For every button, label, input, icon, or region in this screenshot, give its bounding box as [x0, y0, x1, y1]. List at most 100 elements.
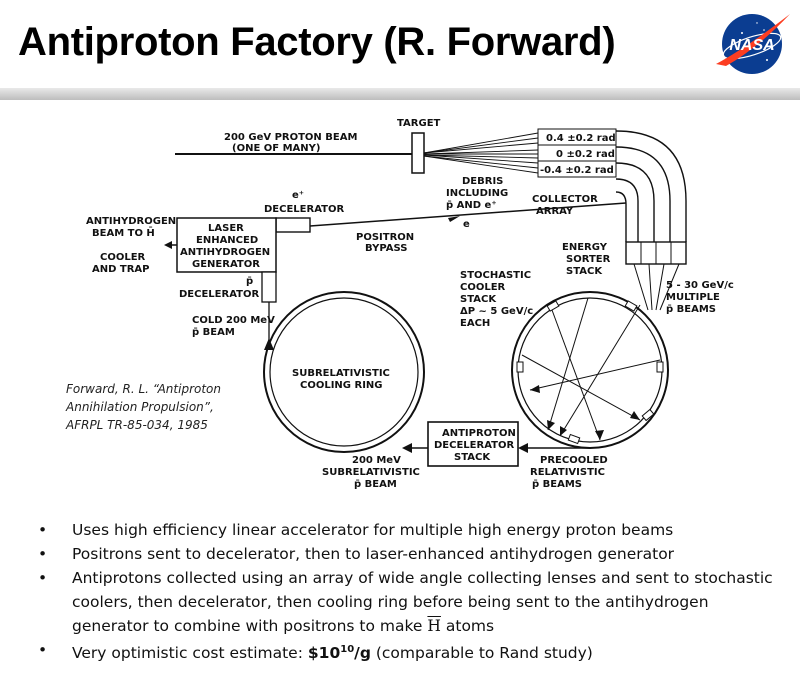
antiproton-decelerator-label-1: ANTIPROTON — [442, 428, 516, 439]
generator-label-3: ANTIHYDROGEN — [180, 247, 270, 258]
debris-label-1: DEBRIS — [462, 176, 503, 187]
sub-beam-label-1: 200 MeV — [352, 455, 401, 466]
pbar-decelerator-label-2: DECELERATOR — [179, 289, 259, 300]
bullet-text-tail: atoms — [440, 617, 495, 635]
antiproton-decelerator-label-2: DECELERATOR — [434, 440, 514, 451]
bullet-text: Very optimistic cost estimate: — [72, 644, 308, 663]
angle-label-1: 0.4 ±0.2 rad — [546, 133, 616, 144]
energy-sorter-label-3: STACK — [566, 266, 603, 277]
target-block — [411, 132, 425, 174]
bypass-label-2: BYPASS — [365, 243, 407, 254]
precooled-label-2: RELATIVISTIC — [530, 467, 605, 478]
bullet-text-tail: (comparable to Rand study) — [370, 644, 593, 663]
cooler-trap-label-2: AND TRAP — [92, 264, 149, 275]
generator-label-1: LASER — [208, 223, 244, 234]
diagram-citation: Forward, R. L. “Antiproton Annihilation … — [66, 380, 306, 434]
nasa-logo-orbit — [722, 32, 782, 60]
debris-label-2: INCLUDING — [446, 188, 508, 199]
bullet-item: Very optimistic cost estimate: $1010/g (… — [38, 638, 778, 665]
antiproton-decelerator-box — [427, 421, 519, 467]
cost-unit: /g — [354, 644, 371, 663]
pbar-decelerator-label-1: p̄ — [246, 276, 253, 287]
cost-base: $10 — [307, 644, 341, 663]
precooled-arrow — [518, 443, 528, 453]
antiproton-factory-diagram: 0.4 ±0.2 rad 0 ±0.2 rad -0.4 ±0.2 rad — [86, 118, 734, 490]
antihydrogen-generator-box — [176, 217, 277, 273]
antihydrogen-beam-label-1: ANTIHYDROGEN — [86, 216, 176, 227]
citation-line-2: Annihilation Propulsion”, — [66, 400, 214, 414]
generator-label-2: ENHANCED — [196, 235, 258, 246]
bullet-text: Uses high efficiency linear accelerator … — [72, 521, 674, 539]
sub-beam-label-2: SUBRELATIVISTIC — [322, 467, 420, 478]
stochastic-label-2: COOLER — [460, 282, 506, 293]
precooled-label-1: PRECOOLED — [540, 455, 608, 466]
cold-beam-label-2: p̄ BEAM — [192, 327, 235, 338]
angle-label-3: -0.4 ±0.2 rad — [540, 165, 614, 176]
cost-exponent: 10 — [340, 644, 355, 655]
positron-decelerator-box — [275, 217, 311, 233]
bullet-item: Uses high efficiency linear accelerator … — [38, 518, 778, 542]
subrelativistic-cooling-ring-inner — [269, 297, 419, 447]
stochastic-label-5: EACH — [460, 318, 490, 329]
debris-fan — [423, 132, 539, 174]
nasa-logo-text: NASA — [729, 37, 774, 54]
debris-label-3: p̄ AND e⁺ — [446, 200, 497, 211]
stochastic-cooler-ring-inner — [517, 297, 663, 443]
bullet-text: Positrons sent to decelerator, then to l… — [72, 545, 675, 563]
ring-to-decelerator-arrow — [264, 338, 274, 350]
nasa-logo: NASA — [716, 14, 790, 74]
multiple-beams-label-2: MULTIPLE — [666, 292, 720, 303]
angle-boxes — [537, 128, 617, 178]
sorter-dividers — [640, 242, 672, 264]
pbar-decelerator-box — [261, 271, 277, 303]
subrelativistic-cooling-ring-outer — [263, 291, 425, 453]
bullet-text: Antiprotons collected using an array of … — [72, 569, 773, 635]
bullet-list: Uses high efficiency linear accelerator … — [38, 518, 778, 665]
proton-beam-label-1: 200 GeV PROTON BEAM — [224, 132, 357, 143]
antiproton-decelerator-label-3: STACK — [454, 452, 491, 463]
stochastic-label-1: STOCHASTIC — [460, 270, 531, 281]
stochastic-label-4: ΔP ~ 5 GeV/c — [460, 306, 533, 317]
sub-beam-arrow — [402, 443, 412, 453]
positron-decelerator-label-1: e⁺ — [292, 190, 304, 201]
target-label: TARGET — [397, 118, 441, 129]
collector-label-2: ARRAY — [536, 206, 574, 217]
bypass-arrowhead — [448, 216, 460, 222]
cooling-ring-label-2: COOLING RING — [300, 380, 383, 391]
precooled-label-3: p̄ BEAMS — [532, 479, 582, 490]
citation-line-1: Forward, R. L. “Antiproton — [66, 382, 221, 396]
antihydrogen-beam-label-2: BEAM TO H̄ — [92, 226, 155, 239]
angle-label-2: 0 ±0.2 rad — [556, 149, 615, 160]
cost-estimate: $1010/g — [308, 644, 371, 662]
cooler-trap-label-1: COOLER — [100, 252, 146, 263]
stochastic-ring-arrows — [530, 385, 640, 440]
generator-label-4: GENERATOR — [192, 259, 260, 270]
positron-decelerator-label-2: DECELERATOR — [264, 204, 344, 215]
collector-array-tubes — [615, 130, 687, 242]
energy-sorter-label-1: ENERGY — [562, 242, 608, 253]
bullet-item: Positrons sent to decelerator, then to l… — [38, 542, 778, 566]
stochastic-ring-chords — [521, 297, 661, 441]
title-divider — [0, 88, 800, 100]
multiple-beams-label-1: 5 - 30 GeV/c — [666, 280, 734, 291]
bypass-e-label: e — [463, 219, 470, 230]
stochastic-ring-segments — [516, 300, 664, 445]
collector-label-1: COLLECTOR — [532, 194, 598, 205]
energy-sorter-label-2: SORTER — [566, 254, 611, 265]
antihydrogen-output-arrow — [164, 241, 172, 249]
citation-line-3: AFRPL TR-85-034, 1985 — [66, 418, 208, 432]
proton-beam-label-2: (ONE OF MANY) — [232, 143, 320, 154]
cold-beam-label-1: COLD 200 MeV — [192, 315, 275, 326]
multiple-beam-lines — [633, 263, 680, 311]
sub-beam-label-3: p̄ BEAM — [354, 479, 397, 490]
slide-title: Antiproton Factory (R. Forward) — [18, 20, 616, 64]
stochastic-label-3: STACK — [460, 294, 497, 305]
bullet-item: Antiprotons collected using an array of … — [38, 566, 778, 638]
multiple-beams-label-3: p̄ BEAMS — [666, 304, 716, 315]
nasa-logo-vector — [716, 14, 790, 66]
cooling-ring-label-1: SUBRELATIVISTIC — [292, 368, 390, 379]
positron-bypass-line — [309, 202, 627, 227]
stochastic-cooler-ring-outer — [511, 291, 669, 449]
bypass-label-1: POSITRON — [356, 232, 414, 243]
antihydrogen-symbol: H — [427, 617, 441, 635]
